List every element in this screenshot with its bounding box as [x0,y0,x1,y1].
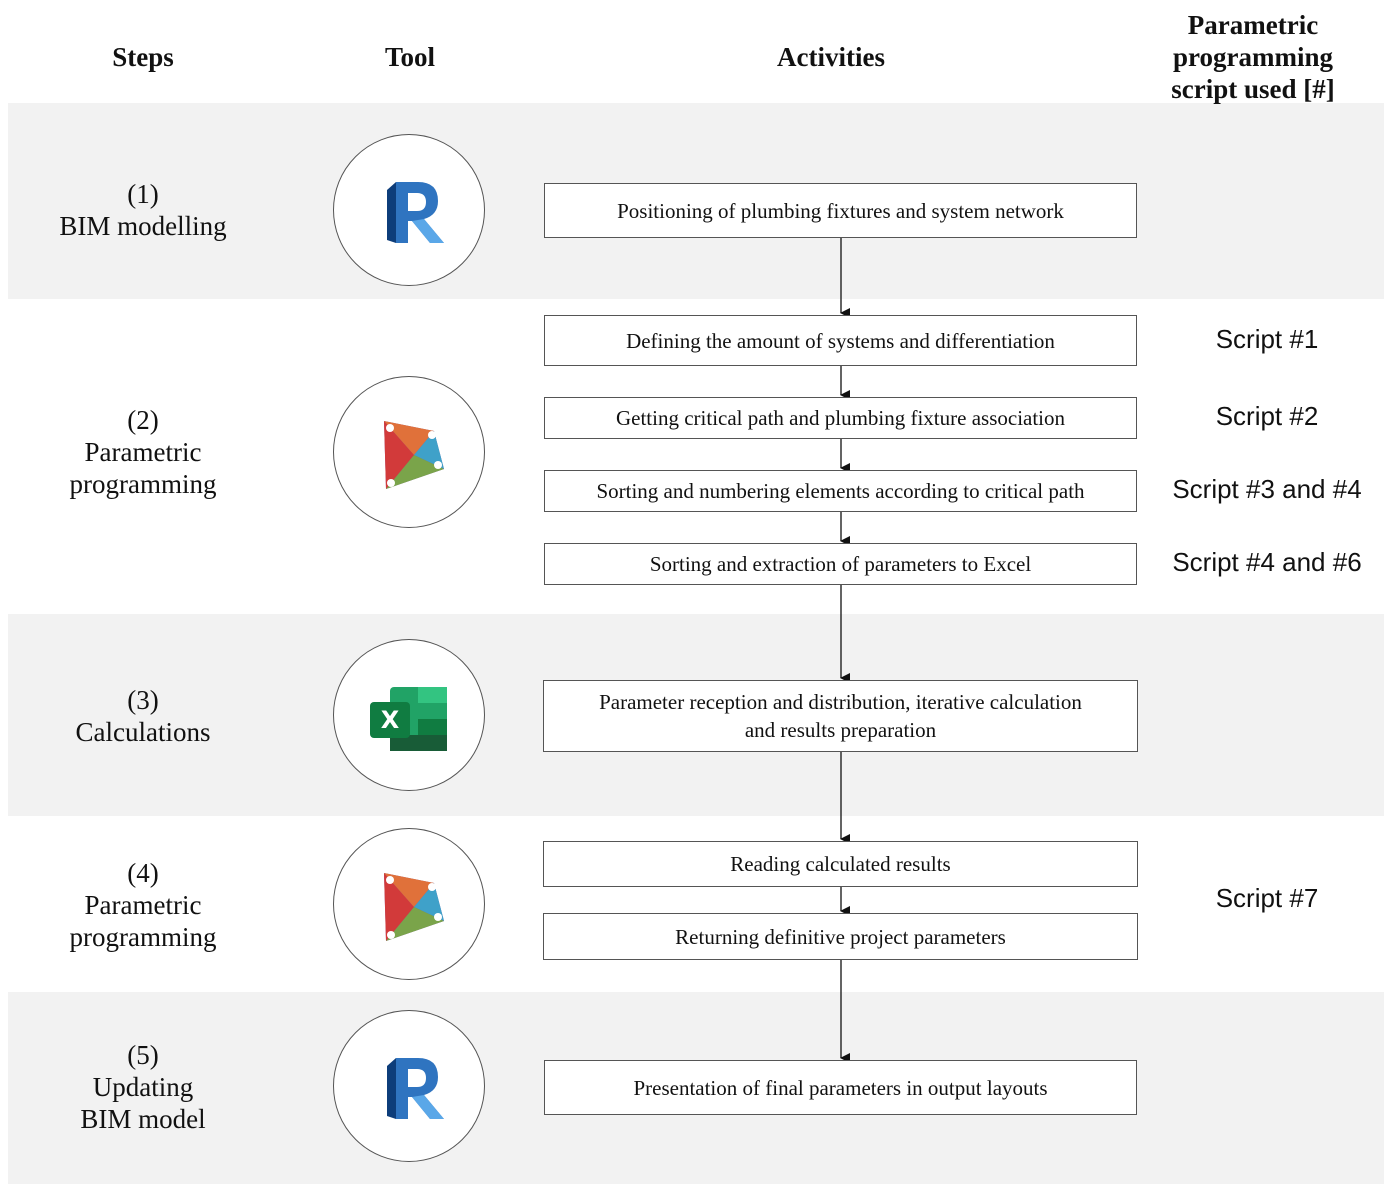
header-script-line-3: script used [#] [1171,74,1335,104]
step-3-label: (3) Calculations [20,684,266,748]
tool-circle-1 [333,134,485,286]
activity-box-3: Getting critical path and plumbing fixtu… [544,397,1137,439]
script-label-5: Script #7 [1215,883,1319,913]
step-4-label: (4) Parametric programming [20,857,266,953]
activity-box-6: Parameter reception and distribution, it… [543,680,1138,752]
step-1-label: (1) BIM modelling [20,178,266,242]
activity-box-5: Sorting and extraction of parameters to … [544,543,1137,585]
activity-box-7: Reading calculated results [543,841,1138,887]
activity-box-2: Defining the amount of systems and diffe… [544,315,1137,366]
step-number: (5) [127,1040,159,1070]
header-steps: Steps [112,42,174,72]
step-number: (3) [127,685,159,715]
step-name: programming [69,469,217,499]
header-script-line-1: Parametric [1187,10,1319,40]
activity-box-9: Presentation of final parameters in outp… [544,1060,1137,1115]
activity-box-8: Returning definitive project parameters [543,913,1138,960]
activity-box-1: Positioning of plumbing fixtures and sys… [544,183,1137,238]
step-2-label: (2) Parametric programming [20,404,266,500]
tool-circle-5 [333,1010,485,1162]
step-5-label: (5) Updating BIM model [20,1039,266,1135]
header-activities: Activities [777,42,885,72]
step-name: BIM modelling [59,211,227,241]
script-label-2: Script #2 [1215,401,1319,431]
step-name: Parametric [84,437,202,467]
activity-box-6-line-1: Parameter reception and distribution, it… [599,690,1082,714]
script-label-4: Script #4 and #6 [1172,547,1362,577]
tool-circle-2 [333,376,485,528]
header-tool: Tool [384,42,436,72]
activity-box-6-line-2: and results preparation [744,718,937,742]
step-name: BIM model [80,1104,206,1134]
header-script: Parametric programming script used [#] [1130,9,1376,105]
svg-text:X: X [381,706,400,734]
header-script-line-2: programming [1173,42,1333,72]
step-number: (2) [127,405,159,435]
step-number: (1) [127,179,159,209]
step-number: (4) [127,858,159,888]
revit-icon [387,1058,444,1119]
script-label-1: Script #1 [1215,324,1319,354]
dynamo-icon [384,421,444,489]
step-name: Parametric [84,890,202,920]
excel-icon: X [370,687,447,751]
dynamo-icon [384,873,444,941]
tool-circle-3: X [333,639,485,791]
script-label-3: Script #3 and #4 [1172,474,1362,504]
tool-circle-4 [333,828,485,980]
step-name: programming [69,922,217,952]
revit-icon [387,182,444,243]
activity-box-4: Sorting and numbering elements according… [544,470,1137,512]
step-name: Updating [92,1072,194,1102]
step-name: Calculations [75,717,211,747]
